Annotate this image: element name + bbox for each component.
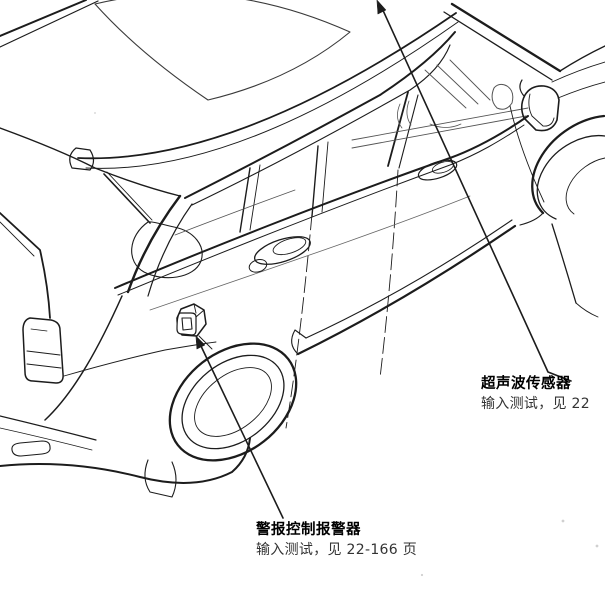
alarm-siren-component: [176, 303, 213, 350]
greenhouse: [114, 2, 605, 297]
scan-noise: [94, 112, 599, 577]
leader-arrow-ultrasonic: [376, 0, 572, 382]
rear-bumper: [0, 415, 251, 498]
front-wheel: [519, 114, 605, 318]
rear-end: [0, 212, 251, 498]
roof: [0, 0, 459, 206]
rear-wheel: [168, 342, 298, 462]
body-side: [149, 105, 545, 429]
side-mirror: [519, 79, 560, 132]
taillight: [22, 317, 64, 384]
leader-arrow-alarm: [195, 335, 284, 519]
